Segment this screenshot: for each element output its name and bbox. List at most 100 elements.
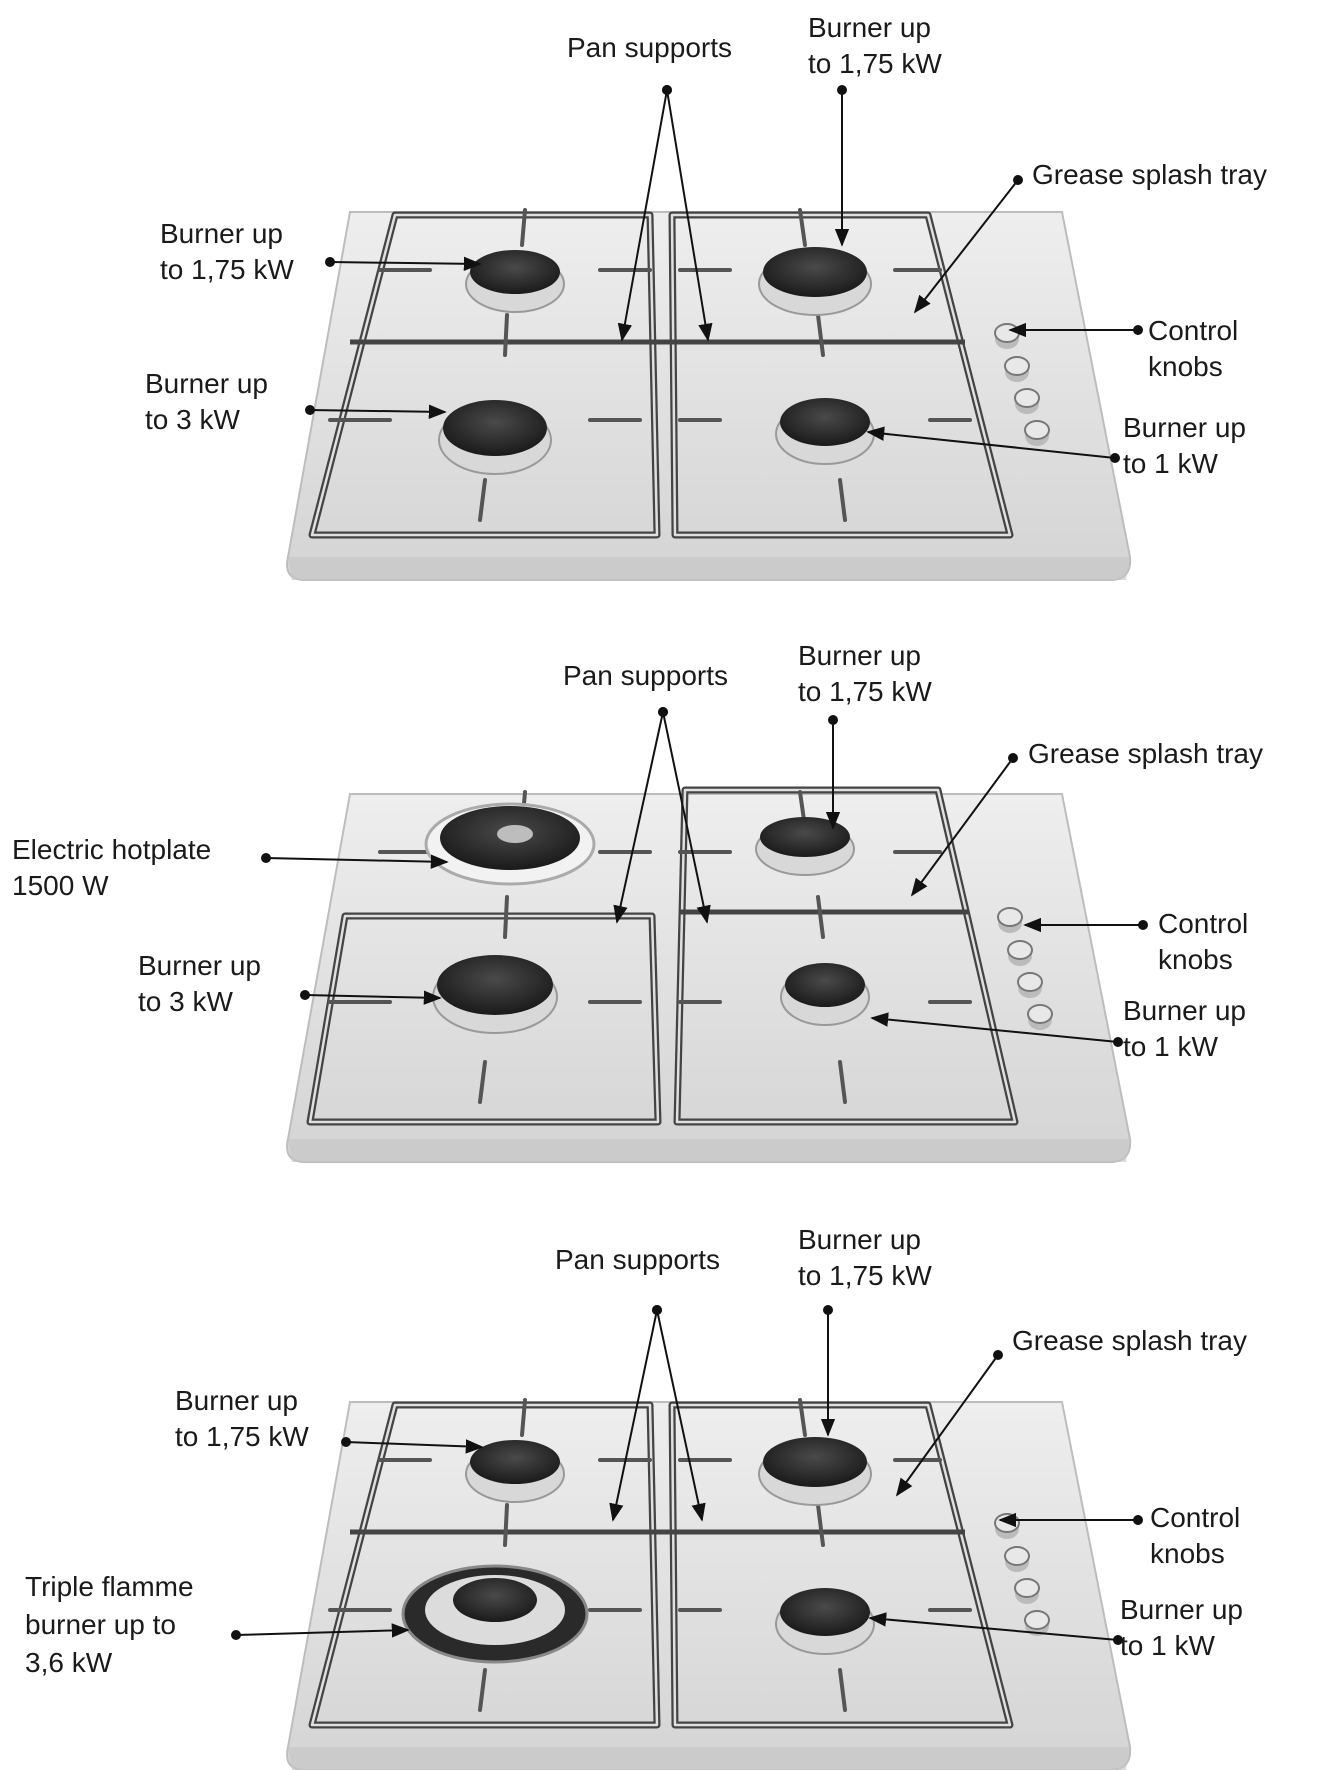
label-line: Burner up (160, 218, 283, 249)
cooktop-3 (286, 1398, 1132, 1770)
hob-plate (286, 793, 1132, 1163)
label-line: Control (1148, 315, 1239, 346)
control-knob (997, 907, 1023, 927)
rear-left-burner-label: Burner up to 1,75 kW (160, 216, 294, 288)
hob-front-edge (288, 557, 1130, 580)
grid-finger (520, 1398, 527, 1437)
pan-supports-label: Pan supports (567, 32, 732, 63)
grid-finger (838, 478, 847, 522)
grid-finger (798, 208, 807, 247)
triple-flame-cap (453, 1578, 537, 1622)
label-line: Control (1150, 1502, 1241, 1533)
leader-line (309, 404, 447, 419)
rear-right-burner-label: Burner up to 1,75 kW (798, 638, 932, 710)
cooktop-1 (286, 208, 1132, 581)
leader-line (662, 711, 711, 924)
pan-supports-label: Pan supports (555, 1244, 720, 1275)
label-line: Burner up (138, 950, 261, 981)
rear-left-burner-label: Burner up to 1,75 kW (175, 1383, 309, 1455)
label-line: 1500 W (12, 870, 109, 901)
control-knob (1004, 356, 1030, 376)
label-line: Electric hotplate (12, 834, 212, 865)
label-line: knobs (1148, 351, 1223, 382)
control-knob (1024, 420, 1050, 440)
grid-finger (520, 208, 527, 247)
leader-line (666, 89, 713, 342)
label-line: to 3 kW (138, 986, 233, 1017)
label-line: to 1 kW (1120, 1630, 1215, 1661)
grease-tray-label: Grease splash tray (1032, 159, 1267, 190)
hotplate-center (497, 825, 533, 843)
leader-line (617, 89, 668, 342)
grid-finger (838, 1060, 847, 1104)
label-line: to 1,75 kW (798, 1260, 932, 1291)
rear-right-burner-label: Burner up to 1,75 kW (808, 10, 942, 82)
pan-support-right-inner (670, 1403, 1012, 1727)
grid-finger (503, 1503, 509, 1547)
cooktop-2 (286, 786, 1132, 1163)
leader-line (913, 179, 1019, 314)
grid-finger (798, 1398, 807, 1437)
label-line: Control (1158, 908, 1249, 939)
leader-line (613, 711, 664, 924)
label-line: to 1 kW (1123, 1031, 1218, 1062)
label-line: Burner up (1120, 1594, 1243, 1625)
leader-line (329, 256, 482, 271)
rear-left-burner (470, 250, 560, 294)
pan-supports-label: Pan supports (563, 660, 728, 691)
rear-left-burner (470, 1440, 560, 1484)
label-line: burner up to (25, 1609, 176, 1640)
front-left-burner-label: Burner up to 3 kW (145, 366, 268, 438)
label-line: Burner up (798, 640, 921, 671)
label-line: to 1,75 kW (798, 676, 932, 707)
label-line: Burner up (798, 1224, 921, 1255)
label-line: to 3 kW (145, 404, 240, 435)
leader-line (868, 1612, 1119, 1641)
control-knob (994, 1513, 1020, 1533)
leader-line (235, 1623, 410, 1638)
leader-line (895, 1354, 999, 1497)
label-line: to 1,75 kW (808, 48, 942, 79)
rear-right-burner (763, 1437, 867, 1487)
label-line: knobs (1158, 944, 1233, 975)
front-left-burner-label: Burner up to 3 kW (138, 948, 261, 1020)
front-right-burner (785, 963, 865, 1007)
control-knob (1017, 972, 1043, 992)
grid-finger (816, 895, 825, 939)
front-right-burner-label: Burner up to 1 kW (1123, 993, 1246, 1065)
leader-line (870, 1012, 1119, 1043)
label-line: 3,6 kW (25, 1647, 113, 1678)
control-knob (1004, 1546, 1030, 1566)
label-line: to 1,75 kW (175, 1421, 309, 1452)
control-knob (1027, 1004, 1053, 1024)
control-knob (994, 323, 1020, 343)
label-line: Burner up (1123, 995, 1246, 1026)
grid-finger (478, 478, 487, 522)
grid-finger (838, 1668, 847, 1712)
label-line: Burner up (145, 368, 268, 399)
pan-support-left-inner (310, 1403, 659, 1727)
control-knob (1014, 1578, 1040, 1598)
rear-right-burner (763, 247, 867, 297)
control-knob (1024, 1610, 1050, 1630)
pan-support-left-inner (308, 914, 660, 1124)
front-left-burner (437, 955, 553, 1015)
label-line: knobs (1150, 1538, 1225, 1569)
hotplate-label: Electric hotplate 1500 W (12, 832, 211, 904)
rear-right-burner (760, 817, 850, 857)
grease-tray-label: Grease splash tray (1012, 1325, 1247, 1356)
hob-front-edge (288, 1747, 1130, 1770)
control-knobs-label: Control knobs (1158, 906, 1248, 978)
control-knobs-label: Control knobs (1148, 313, 1238, 385)
hob-plate (286, 1401, 1132, 1770)
label-line: Burner up (808, 12, 931, 43)
grid-finger (503, 313, 509, 357)
front-left-burner (443, 400, 547, 456)
label-line: to 1,75 kW (160, 254, 294, 285)
leader-line (609, 1309, 658, 1522)
control-knob (1014, 388, 1040, 408)
label-line: to 1 kW (1123, 448, 1218, 479)
rear-right-burner-label: Burner up to 1,75 kW (798, 1222, 932, 1294)
grid-finger (503, 895, 509, 939)
